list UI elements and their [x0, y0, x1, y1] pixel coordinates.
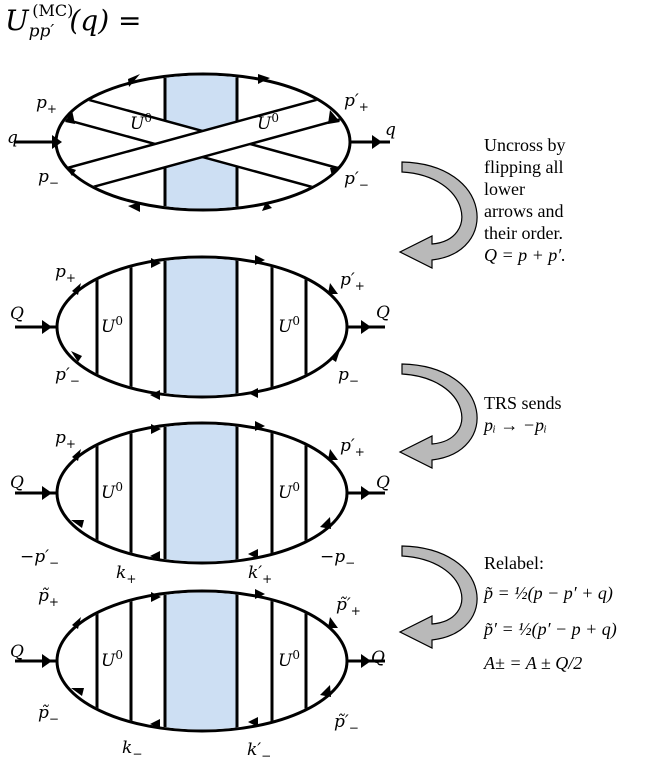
curved-arrow-3	[398, 545, 478, 649]
step1-line: their order.	[484, 223, 563, 243]
step2-annotation: TRS sends pᵢ → −pᵢ	[484, 392, 562, 436]
step1-formula: Q = p + p′.	[484, 245, 566, 265]
d1-bottom-left: p−	[38, 167, 59, 190]
equation-title: Upp′(MC)(q) =	[5, 0, 142, 42]
d3-bottom-right: −p−	[320, 547, 355, 570]
d4-bottom-mid-left: k−	[122, 738, 142, 761]
d2-top-left: p+	[55, 262, 76, 285]
diagram-uncrossed	[15, 255, 385, 400]
step3-line: Relabel:	[484, 553, 544, 573]
d4-bottom-right: p̃′−	[334, 712, 359, 735]
d1-right-label: q	[385, 120, 396, 140]
step1-line: lower	[484, 179, 525, 199]
d4-top-left: p̃+	[38, 586, 59, 609]
d4-top-right: p̃′+	[336, 595, 361, 618]
step1-line: flipping all	[484, 157, 564, 177]
step3-formula: p̃ = ½(p − p′ + q)	[484, 583, 613, 603]
d4-bottom-mid-right: k′−	[247, 740, 271, 763]
step3-formula: p̃′ = ½(p′ − p + q)	[484, 619, 617, 639]
step1-line: arrows and	[484, 201, 564, 221]
step1-line: Uncross by	[484, 135, 566, 155]
d1-top-left: p+	[36, 93, 57, 116]
diagram-trs	[15, 421, 385, 565]
diagram-relabeled	[15, 589, 385, 733]
d3-right-label: Q	[376, 473, 390, 493]
d4-left-label: Q	[10, 642, 24, 662]
diagram-crossed	[15, 72, 390, 212]
d4-bottom-left: p̃−	[38, 703, 59, 726]
step3-annotation: Relabel: p̃ = ½(p − p′ + q) p̃′ = ½(p′ −…	[484, 552, 617, 674]
d3-left-label: Q	[10, 473, 24, 493]
curved-arrow-2	[398, 363, 478, 469]
d4-right-label: Q	[371, 648, 385, 668]
d2-bottom-left: p′−	[55, 365, 80, 388]
d4-top-mid-left: k+	[116, 563, 136, 586]
d4-top-mid-right: k′+	[248, 563, 272, 586]
d1-left-label: q	[7, 128, 18, 148]
d3-top-left: p+	[55, 428, 76, 451]
d2-bottom-right: p−	[338, 365, 359, 388]
step2-line: TRS sends	[484, 393, 562, 413]
step3-formula: A± = A ± Q/2	[484, 653, 583, 673]
d2-left-label: Q	[10, 304, 24, 324]
d2-top-right: p′+	[340, 270, 365, 293]
d1-bottom-right: p′−	[344, 169, 369, 192]
curved-arrow-1	[398, 161, 478, 269]
step1-annotation: Uncross by flipping all lower arrows and…	[484, 134, 566, 266]
step2-formula: pᵢ → −pᵢ	[484, 415, 547, 435]
d2-right-label: Q	[376, 303, 390, 323]
d3-top-right: p′+	[340, 436, 365, 459]
d1-top-right: p′+	[344, 91, 369, 114]
d3-bottom-left: −p′−	[20, 547, 59, 570]
